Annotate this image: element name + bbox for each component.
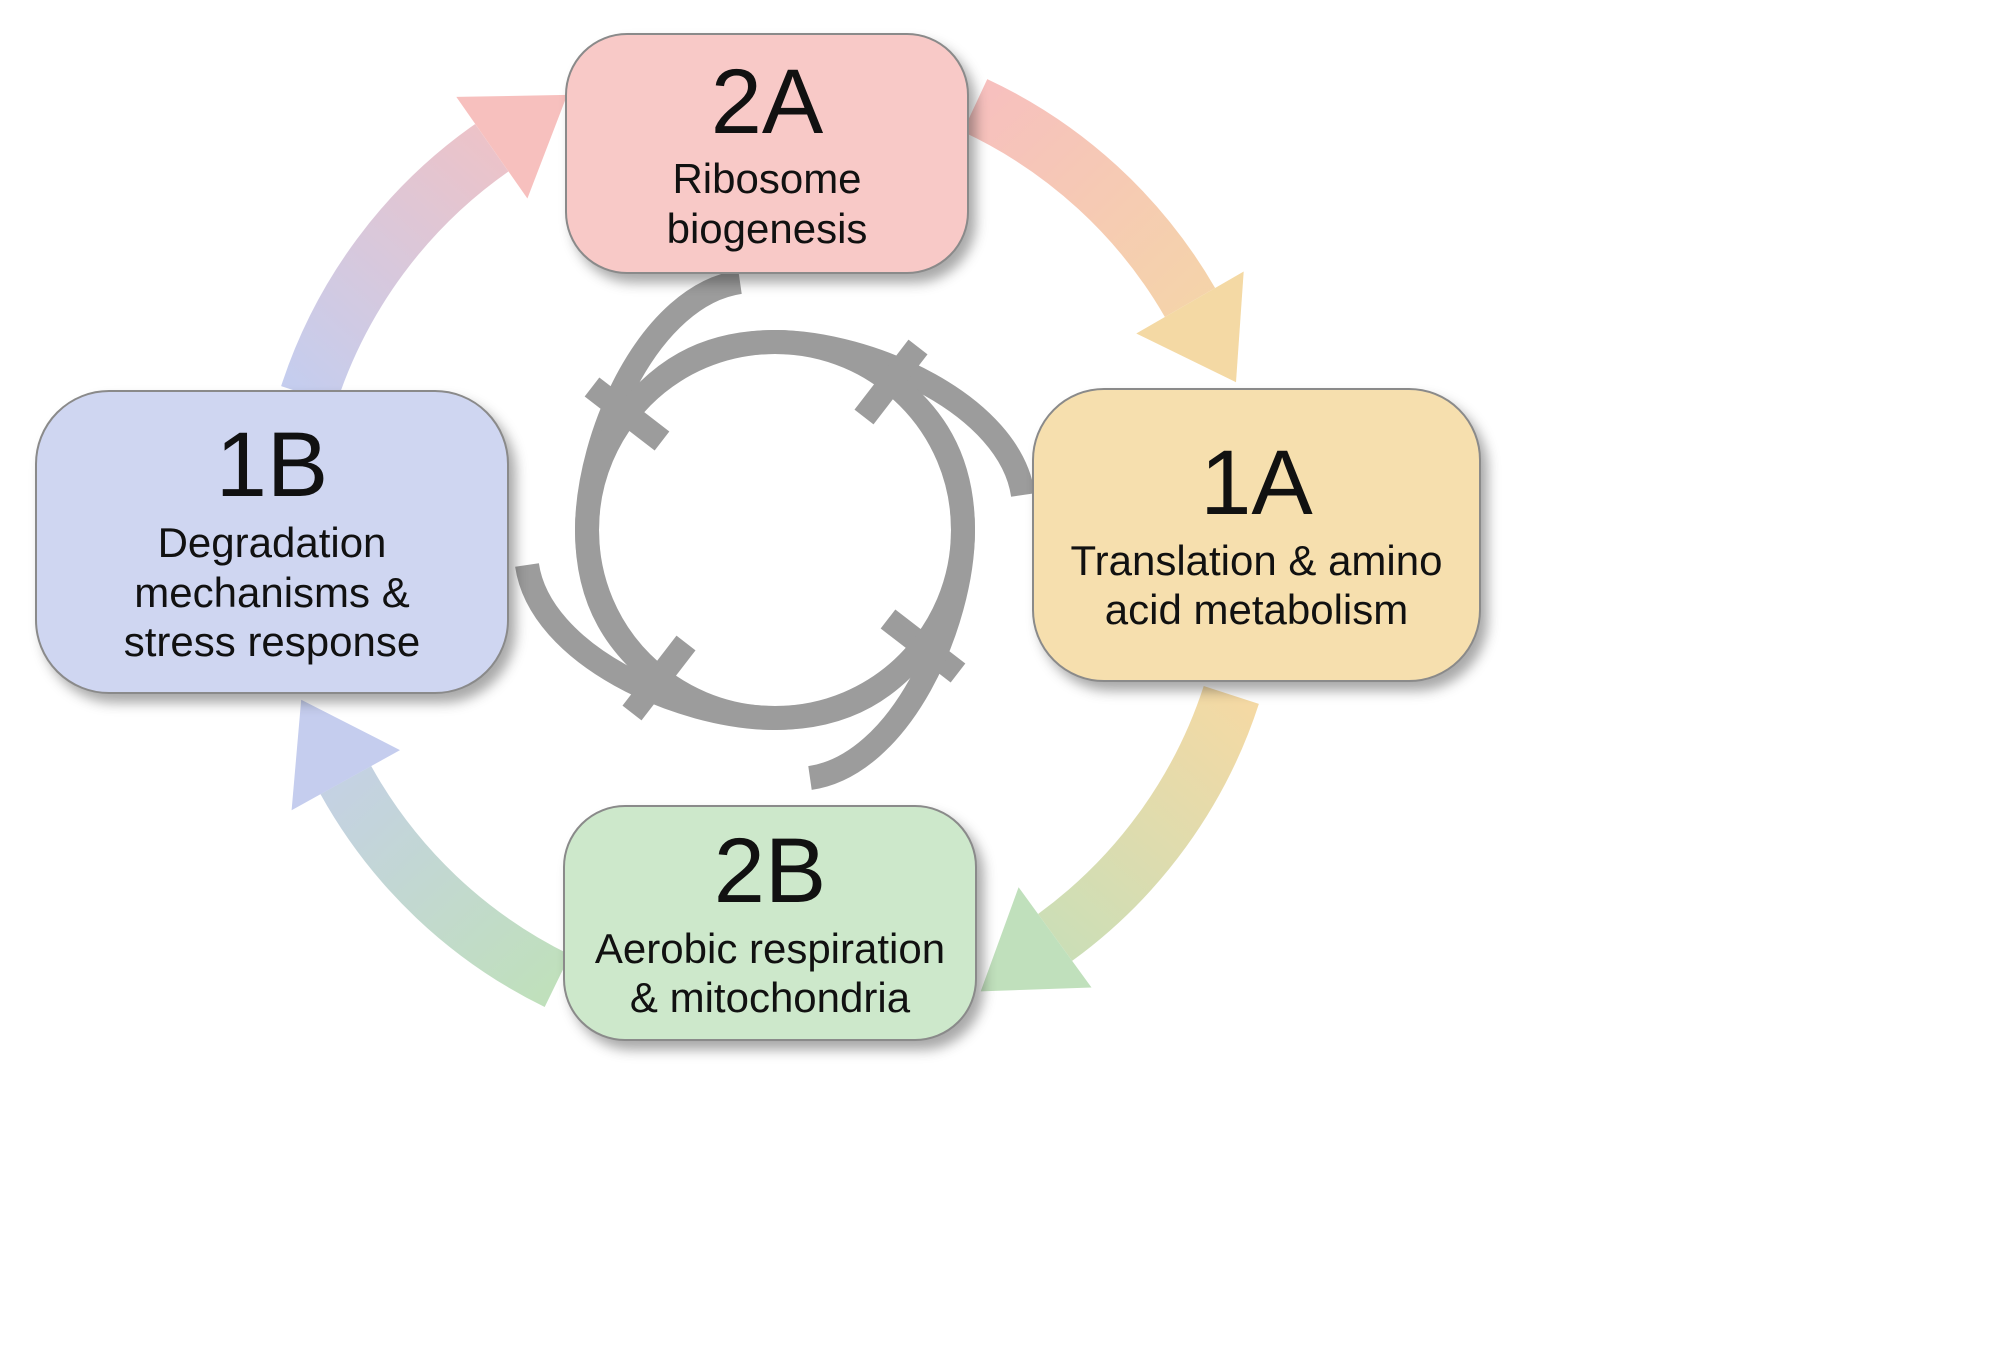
node-1b-degradation-stress: 1B Degradation mechanisms & stress respo… bbox=[35, 390, 509, 694]
node-1b-text-line: mechanisms & bbox=[134, 568, 410, 616]
node-2a-text-line: Ribosome bbox=[672, 155, 862, 203]
arrow-2b-to-1b bbox=[320, 765, 571, 1007]
arrow-2a-to-1a bbox=[962, 79, 1216, 318]
node-2b-text-line: Aerobic respiration bbox=[594, 924, 946, 972]
node-1b-text-line: Degradation bbox=[157, 518, 387, 566]
arrow-1b-to-2a bbox=[281, 123, 509, 405]
node-1a-text-line: acid metabolism bbox=[1104, 586, 1409, 634]
node-1b-label: 1B bbox=[215, 414, 329, 517]
cycle-arrows bbox=[281, 79, 1259, 1007]
node-2b-aerobic-respiration: 2B Aerobic respiration & mitochondria bbox=[563, 805, 977, 1041]
node-2b-label: 2B bbox=[713, 820, 827, 923]
node-2a-label: 2A bbox=[710, 50, 824, 153]
arrowhead-1b-to-2a bbox=[456, 94, 568, 199]
node-1a-text-line: Translation & amino bbox=[1070, 536, 1443, 584]
node-1a-label: 1A bbox=[1200, 432, 1313, 535]
arrow-1a-to-2b bbox=[1037, 685, 1259, 961]
node-1b-text-line: stress response bbox=[123, 618, 421, 666]
arrowhead-2b-to-1b bbox=[291, 699, 400, 811]
mutual-inhibition-symbol bbox=[527, 270, 1023, 778]
node-2b-text-line: & mitochondria bbox=[629, 974, 911, 1022]
node-2a-text-line: biogenesis bbox=[666, 204, 868, 252]
arrowhead-1a-to-2b bbox=[980, 887, 1092, 992]
node-1a-translation-amino-acid: 1A Translation & amino acid metabolism bbox=[1032, 388, 1481, 682]
node-2a-ribosome-biogenesis: 2A Ribosome biogenesis bbox=[565, 33, 969, 274]
arrowhead-2a-to-1a bbox=[1136, 271, 1244, 383]
